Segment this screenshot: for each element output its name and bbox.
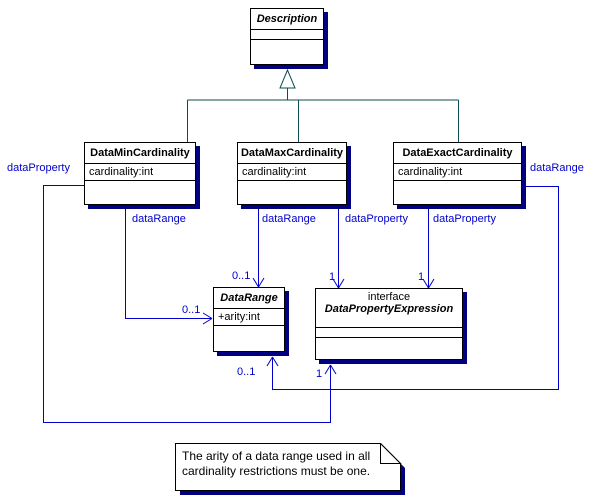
note-line: cardinality restrictions must be one.: [182, 464, 371, 478]
empty-compartment: [394, 181, 521, 203]
class-title: DataRange: [214, 288, 284, 309]
generalization-edges: [187, 88, 459, 142]
class-title: DataMinCardinality: [85, 143, 195, 164]
class-data-max-cardinality[interactable]: DataMaxCardinality cardinality:int: [237, 142, 347, 205]
class-title: interface DataPropertyExpression: [316, 289, 462, 328]
attribute-compartment: cardinality:int: [238, 164, 346, 181]
note-text: The arity of a data range used in all ca…: [182, 449, 392, 479]
arrow-down-icon: [252, 277, 265, 288]
attribute-compartment: +arity:int: [214, 309, 284, 326]
multiplicity-label: 0..1: [237, 366, 256, 378]
arrow-up-icon: [324, 364, 337, 375]
multiplicity-label: 1: [418, 271, 425, 283]
interface-data-property-expression[interactable]: interface DataPropertyExpression: [315, 288, 463, 360]
arrow-up-icon: [266, 356, 279, 367]
class-title: Description: [251, 9, 323, 30]
multiplicity-label: 0..1: [182, 304, 201, 316]
arrow-right-icon: [202, 312, 213, 325]
attribute-compartment: cardinality:int: [85, 164, 195, 181]
multiplicity-label: 1: [329, 271, 336, 283]
edge-label-data-property: dataProperty: [7, 162, 70, 174]
empty-compartment: [85, 181, 195, 203]
empty-compartment: [251, 40, 323, 64]
multiplicity-label: 0..1: [232, 270, 251, 282]
class-data-exact-cardinality[interactable]: DataExactCardinality cardinality:int: [393, 142, 522, 205]
empty-compartment: [214, 326, 284, 350]
edge-label-data-property: dataProperty: [433, 213, 496, 225]
generalization-triangle-icon: [279, 68, 296, 89]
class-title: DataExactCardinality: [394, 143, 521, 164]
empty-compartment: [316, 328, 462, 338]
edge-label-data-property: dataProperty: [345, 213, 408, 225]
multiplicity-label: 1: [316, 368, 323, 380]
note-line: The arity of a data range used in all: [182, 449, 371, 463]
empty-compartment: [251, 30, 323, 40]
class-description[interactable]: Description: [250, 8, 324, 65]
empty-compartment: [238, 181, 346, 203]
empty-compartment: [316, 338, 462, 357]
class-data-range[interactable]: DataRange +arity:int: [213, 287, 285, 352]
interface-name: DataPropertyExpression: [324, 303, 454, 315]
arrow-down-icon: [422, 278, 435, 289]
attribute-compartment: cardinality:int: [394, 164, 521, 181]
edge-label-data-range: dataRange: [262, 213, 316, 225]
class-data-min-cardinality[interactable]: DataMinCardinality cardinality:int: [84, 142, 196, 205]
class-title: DataMaxCardinality: [238, 143, 346, 164]
stereotype-label: interface: [367, 291, 411, 303]
edge-label-data-range: dataRange: [530, 162, 584, 174]
edge-label-data-range: dataRange: [132, 213, 186, 225]
